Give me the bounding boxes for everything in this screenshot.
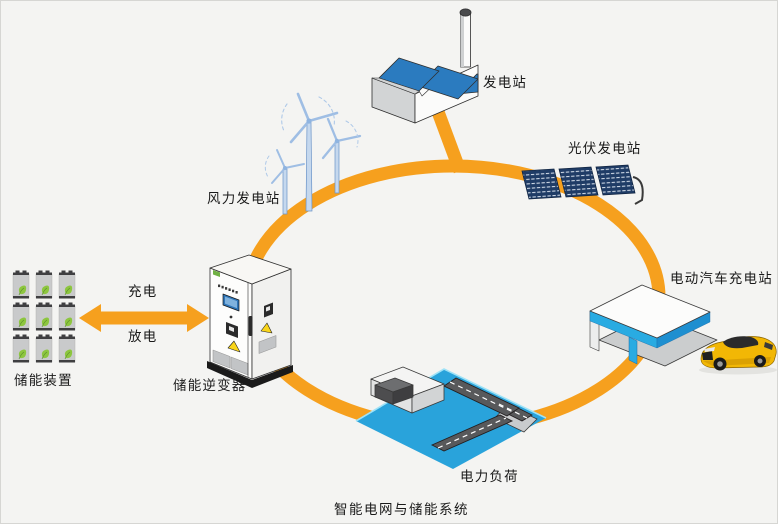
vent-grille [258,335,277,354]
battery-icon [35,270,53,299]
wind-station-label: 风力发电站 [207,191,281,206]
battery-icon [35,302,53,331]
road-markings [437,381,528,449]
warning-triangle-icon [227,340,241,353]
power-load-label: 电力负荷 [460,469,519,484]
cabinet-base [207,361,293,388]
battery-bank-illustration [12,270,76,363]
battery-icon [12,334,30,363]
battery-icon [58,334,76,363]
power-station-label: 发电站 [483,75,528,90]
inverter-label: 储能逆变器 [173,378,247,393]
solar-panel-illustration [521,164,644,205]
battery-icon [12,270,30,299]
ev-inner-support [628,336,638,365]
ev-canopy-top [589,284,711,339]
battery-icon [58,270,76,299]
factory-illustration [371,8,479,124]
inverter-illustration [207,254,293,388]
discharge-label: 放电 [128,329,158,344]
car-illustration [699,336,777,375]
brand-label [213,270,220,277]
battery-icon [58,302,76,331]
vent-grille [212,349,231,369]
battery-icon [12,302,30,331]
wind-turbines-illustration [264,92,362,215]
charge-label: 充电 [128,284,158,299]
ev-charging-illustration [589,284,718,367]
diagram-caption: 智能电网与储能系统 [334,502,469,517]
door-handle [248,316,253,336]
battery-icon [35,334,53,363]
load-building [370,366,445,414]
charge-discharge-arrow [79,304,209,332]
power-load-illustration [355,366,547,469]
storage-label: 储能装置 [14,373,73,388]
warning-triangle-icon [260,322,273,334]
pv-station-label: 光伏发电站 [568,141,642,156]
ev-station-label: 电动汽车充电站 [670,271,773,286]
